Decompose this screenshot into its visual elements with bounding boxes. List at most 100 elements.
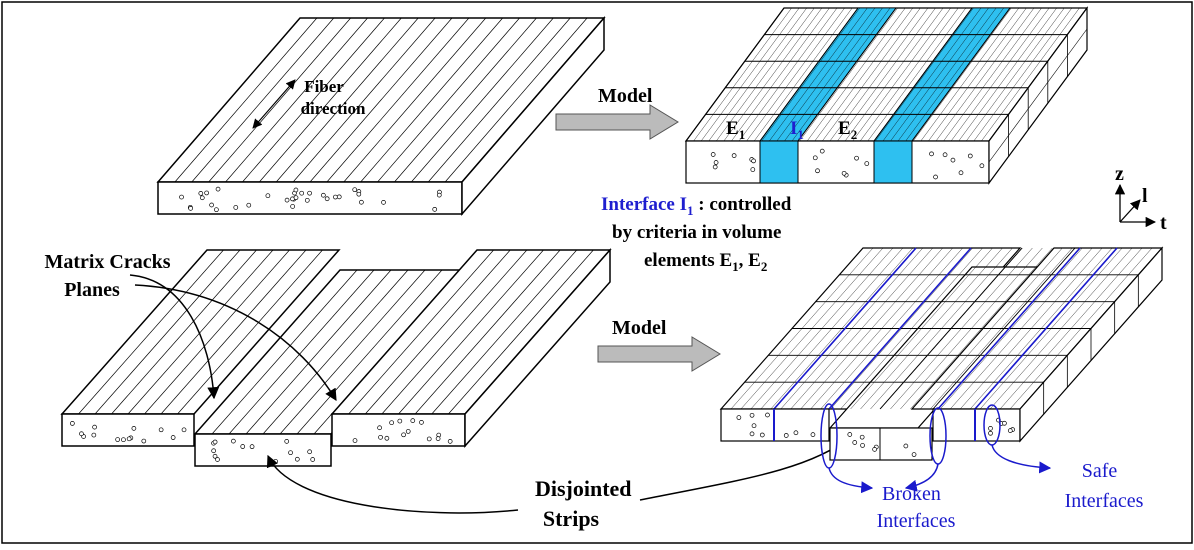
- matrix-dot: [121, 437, 126, 443]
- matrix-dot: [1007, 428, 1013, 433]
- model-arrow-shape: [555, 104, 679, 140]
- matrix-dot: [988, 430, 993, 436]
- fiber-line: [348, 249, 494, 415]
- matrix-dot: [929, 151, 934, 157]
- fiber-line: [950, 7, 1050, 142]
- l-axis-label: l: [1142, 185, 1148, 207]
- element-grid: [685, 7, 1088, 142]
- side-grid: [988, 28, 1088, 163]
- matrix-dot: [854, 155, 859, 161]
- matrix-dot: [950, 157, 956, 163]
- l-axis: [1119, 199, 1141, 223]
- matrix-dot: [115, 437, 120, 442]
- fiber-line: [935, 7, 1035, 142]
- fiber-line: [807, 7, 906, 142]
- broken-pointer-2: [904, 463, 939, 492]
- matrix-dot: [336, 194, 342, 200]
- matrix-dots: [736, 412, 1015, 457]
- matrix-dot: [307, 449, 312, 455]
- strip-3-front: [331, 413, 466, 447]
- fiber-line: [958, 7, 1057, 142]
- matrix-dot: [872, 447, 877, 452]
- fiber-line: [364, 249, 511, 415]
- fiber-line: [822, 7, 921, 142]
- fiber-line: [275, 17, 419, 183]
- interface-i1-label: I1: [790, 118, 804, 142]
- safe-pointer: [991, 444, 1052, 474]
- matrix-dot: [852, 440, 858, 445]
- matrix-dot: [381, 200, 386, 205]
- fiber-line: [444, 17, 588, 183]
- fiber-line: [837, 7, 936, 142]
- matrix-dot: [731, 153, 737, 158]
- fiber-line: [754, 7, 853, 142]
- fiber-line: [360, 17, 503, 183]
- matrix-dot: [979, 163, 985, 169]
- fiber-line: [292, 17, 436, 183]
- matrix-dot: [199, 195, 205, 201]
- matrix-dot: [405, 429, 411, 434]
- fiber-line: [784, 7, 883, 142]
- matrix-dot: [211, 448, 217, 454]
- matrix-dot: [131, 426, 137, 431]
- fiber-line: [381, 249, 528, 415]
- matrix-dot: [847, 432, 853, 437]
- plate-bottom-left: [60, 248, 612, 467]
- matrix-dot: [410, 418, 416, 423]
- fiber-line: [769, 7, 868, 142]
- side-line: [988, 28, 1088, 163]
- z-axis-label: z: [1115, 163, 1124, 185]
- matrix-dot: [812, 155, 818, 161]
- matrix-dot: [864, 161, 870, 166]
- matrix-dot: [284, 439, 290, 444]
- matrix-dot: [384, 435, 390, 441]
- fiber-line: [799, 7, 898, 142]
- matrix-dot: [447, 439, 453, 444]
- matrix-dot: [181, 427, 187, 433]
- fiber-line: [966, 7, 1065, 142]
- matrix-dot: [397, 418, 403, 424]
- fiber-line: [897, 7, 997, 142]
- matrix-dot: [141, 438, 147, 444]
- grid-line: [932, 247, 1076, 410]
- matrix-dot: [290, 204, 295, 209]
- grid-line: [873, 7, 973, 142]
- fiber-line: [394, 17, 537, 183]
- matrix-dot: [401, 432, 406, 438]
- matrix-dot: [249, 444, 255, 450]
- matrix-dot: [419, 420, 424, 425]
- matrix-dot: [212, 439, 218, 445]
- matrix-dot: [435, 436, 441, 441]
- fiber-line: [431, 249, 578, 415]
- matrix-dot: [967, 153, 973, 159]
- fiber-line: [723, 7, 823, 142]
- grid-line: [685, 7, 785, 142]
- fiber-line: [111, 249, 257, 415]
- fiber-line: [427, 17, 571, 183]
- matrix-dots: [70, 418, 453, 464]
- fiber-line: [791, 7, 891, 142]
- crack-pointer-2: [134, 284, 337, 402]
- interface-caption: Interface I1 : controlled by criteria in…: [601, 194, 792, 274]
- matrix-dot: [819, 148, 825, 154]
- disjointed-strips-annotation: Disjointed Strips: [266, 435, 853, 531]
- matrix-dot: [170, 435, 176, 440]
- interface-line: [773, 247, 917, 410]
- fiber-line: [296, 269, 443, 435]
- matrix-dot: [841, 170, 847, 176]
- fiber-line: [905, 7, 1004, 142]
- fiber-direction-arrow: [252, 79, 296, 129]
- matrix-dot: [215, 457, 220, 462]
- matrix-dots: [179, 186, 442, 213]
- interface-strip-1-front: [759, 140, 799, 184]
- fiber-lines: [174, 17, 588, 183]
- grid-line: [797, 7, 897, 142]
- matrix-dots: [710, 148, 985, 180]
- broken-interfaces-label: Broken Interfaces: [877, 483, 956, 532]
- fiber-line: [761, 7, 860, 142]
- fiber-line: [377, 17, 520, 183]
- element-e1-label: E1: [726, 118, 745, 142]
- model-block-bottom: Broken Interfaces Safe Interfaces: [719, 246, 1164, 532]
- matrix-dot: [198, 191, 204, 196]
